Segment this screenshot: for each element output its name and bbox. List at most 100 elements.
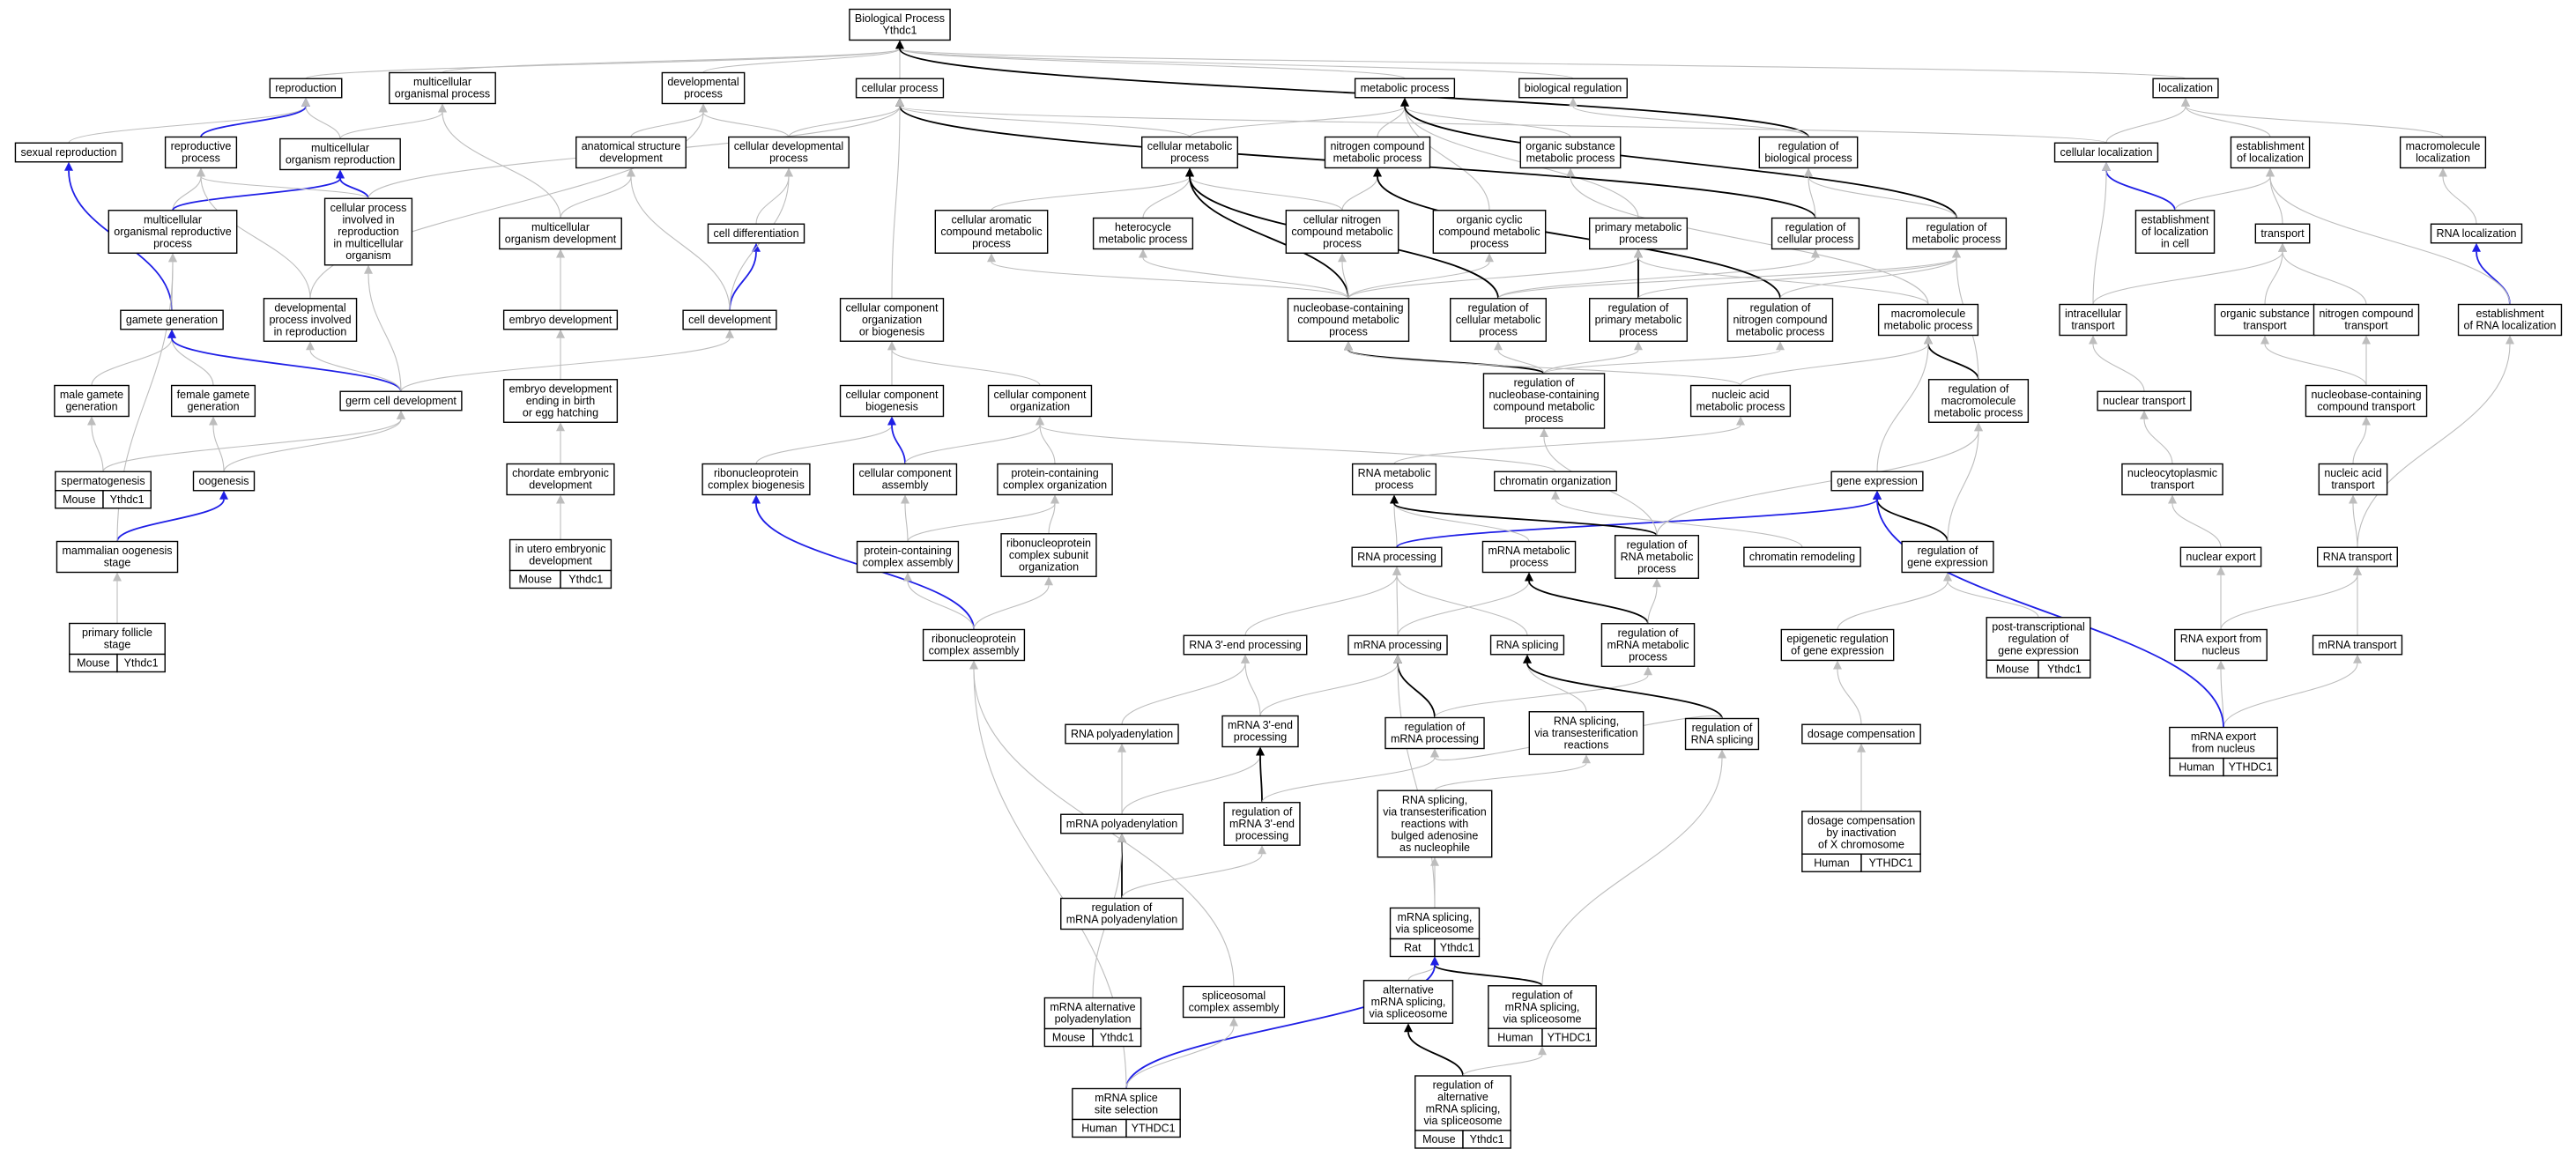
node-box <box>1489 634 1565 656</box>
node-label-line: primary metabolic <box>1595 314 1682 326</box>
edge-default <box>1393 503 1398 548</box>
node-label-line: nuclear transport <box>2103 395 2186 407</box>
node-label-line: complex assembly <box>863 557 954 569</box>
node-box <box>702 463 811 496</box>
node-box <box>1481 540 1577 574</box>
edge-black <box>1434 964 1543 987</box>
node-box <box>707 223 805 244</box>
node-label-line: nucleobase-containing <box>2311 389 2421 401</box>
node-label-line: regulation of <box>1926 221 1987 234</box>
node-box <box>2254 223 2311 244</box>
edge-arrowhead <box>1952 248 1961 258</box>
node-label-line: spliceosomal <box>1202 990 1266 1002</box>
edge-default <box>788 106 901 137</box>
annotation-species: Mouse <box>1422 1133 1456 1145</box>
edge-arrowhead <box>2472 242 2481 252</box>
go-term-node: metabolic process <box>1354 78 1456 99</box>
node-label-line: regulation of <box>1514 377 1575 389</box>
edge-default <box>91 425 104 472</box>
node-box <box>1801 811 1921 855</box>
annotation-gene-cell <box>1462 1130 1511 1149</box>
node-label-line: bulged adenosine <box>1392 829 1479 841</box>
node-box <box>1221 715 1299 748</box>
node-box <box>1092 217 1194 250</box>
edge-arrowhead <box>1400 97 1409 107</box>
edge-default <box>1543 349 1639 374</box>
edge-arrowhead <box>725 329 734 338</box>
edge-arrowhead <box>556 422 565 432</box>
edge-arrowhead <box>87 416 96 426</box>
edge-blue <box>729 251 757 311</box>
node-label-line: chordate embryonic <box>512 467 609 479</box>
edge-blue <box>1396 498 1878 549</box>
edge-arrowhead <box>1873 490 1882 500</box>
edge-default <box>1637 257 1957 300</box>
edge-arrowhead <box>1566 167 1575 177</box>
node-label-line: mRNA splicing, <box>1505 1001 1580 1013</box>
edge-default <box>2442 176 2477 225</box>
annotation-gene: YTHDC1 <box>1548 1031 1592 1043</box>
edge-default <box>1396 574 1399 636</box>
go-term-node: reproduction <box>269 78 343 99</box>
node-label-line: compound metabolic <box>940 226 1042 238</box>
node-label-line: gene expression <box>1837 475 1918 487</box>
node-box <box>1927 379 2030 423</box>
annotation-gene: YTHDC1 <box>1132 1123 1176 1135</box>
edge-default <box>1541 758 1723 986</box>
edge-arrowhead <box>2140 410 2149 419</box>
node-label-line: RNA splicing, <box>1402 794 1467 806</box>
edge-arrowhead <box>336 169 345 179</box>
node-box <box>987 384 1093 418</box>
edge-default <box>2092 170 2107 305</box>
node-label-line: male gamete <box>60 389 123 401</box>
edge-arrowhead <box>2353 566 2362 575</box>
edge-arrowhead <box>1430 748 1439 758</box>
node-label-line: organization <box>1010 401 1070 413</box>
edge-arrowhead <box>1117 743 1126 752</box>
node-label-line: RNA splicing, <box>1554 715 1619 727</box>
edge-arrowhead <box>1525 572 1533 582</box>
node-box <box>263 298 358 342</box>
edge-default <box>2282 251 2367 305</box>
edge-default <box>907 503 1056 542</box>
edge-black <box>1397 663 1436 718</box>
edge-default <box>1341 262 1349 299</box>
node-label-line: of X chromosome <box>1818 838 1904 850</box>
go-term-node: mRNA polyadenylation <box>1060 813 1184 834</box>
node-label-line: regulation of <box>1618 626 1679 639</box>
edge-default <box>1121 854 1263 899</box>
go-term-node: embryo development <box>502 309 619 330</box>
node-label-line: gene expression <box>1998 644 2079 656</box>
node-label-line: process <box>1170 152 1209 165</box>
edge-default <box>1121 663 1246 725</box>
node-label-line: spermatogenesis <box>61 475 145 487</box>
node-box <box>339 390 463 411</box>
node-label-line: nitrogen compound <box>1330 140 1424 152</box>
edge-arrowhead <box>2353 654 2362 663</box>
node-label-line: transport <box>2150 479 2194 492</box>
node-label-line: cell development <box>688 314 771 326</box>
edge-arrowhead <box>1538 1046 1547 1056</box>
node-box <box>1285 210 1399 254</box>
edge-blue <box>171 337 402 392</box>
go-term-node: regulation ofnucleobase-containingcompou… <box>1482 373 1606 429</box>
edge-arrowhead <box>301 97 310 107</box>
node-label-line: RNA 3'-end processing <box>1189 639 1302 651</box>
node-label-line: RNA processing <box>1357 551 1436 563</box>
node-label-line: organism <box>345 249 390 262</box>
node-label-line: processing <box>1236 829 1288 841</box>
edge-default <box>1656 431 1979 536</box>
node-label-line: cellular process <box>330 202 407 214</box>
node-label-line: process <box>1637 562 1676 574</box>
